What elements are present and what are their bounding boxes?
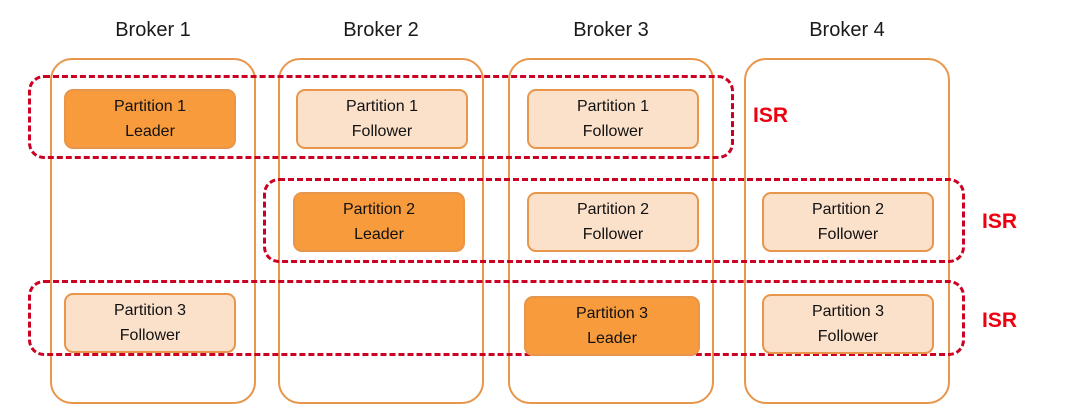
replica-partition2-broker3[interactable]: Partition 2 Follower: [527, 192, 699, 252]
replica-partition-name: Partition 2: [342, 201, 416, 218]
replica-partition-name: Partition 2: [576, 201, 650, 218]
replica-partition1-broker2[interactable]: Partition 1 Follower: [296, 89, 468, 149]
replica-partition2-broker4[interactable]: Partition 2 Follower: [762, 192, 934, 252]
replica-role: Follower: [582, 226, 644, 243]
replica-role: Follower: [817, 328, 879, 345]
replica-partition-name: Partition 3: [113, 302, 187, 319]
broker-container-2[interactable]: [278, 58, 484, 404]
replica-role: Follower: [351, 123, 413, 140]
replica-partition-name: Partition 1: [576, 98, 650, 115]
replica-role: Leader: [125, 123, 175, 140]
broker-container-1[interactable]: [50, 58, 256, 404]
replica-partition3-broker3[interactable]: Partition 3 Leader: [524, 296, 700, 356]
replica-partition3-broker1[interactable]: Partition 3 Follower: [64, 293, 236, 353]
isr-group-partition-3[interactable]: [28, 280, 965, 356]
replica-partition-name: Partition 2: [811, 201, 885, 218]
replica-partition1-broker1[interactable]: Partition 1 Leader: [64, 89, 236, 149]
broker-container-4[interactable]: [744, 58, 950, 404]
isr-label-partition-1: ISR: [753, 104, 789, 127]
replica-role: Leader: [354, 226, 404, 243]
replica-partition-name: Partition 3: [575, 305, 649, 322]
replica-partition-name: Partition 1: [113, 98, 187, 115]
replica-role: Leader: [587, 330, 637, 347]
isr-group-partition-1[interactable]: [28, 75, 734, 159]
replica-role: Follower: [119, 327, 181, 344]
replica-partition2-broker2[interactable]: Partition 2 Leader: [293, 192, 465, 252]
replica-partition-name: Partition 1: [345, 98, 419, 115]
isr-label-partition-2: ISR: [982, 210, 1018, 233]
broker-container-3[interactable]: [508, 58, 714, 404]
replica-partition-name: Partition 3: [811, 303, 885, 320]
isr-group-partition-2[interactable]: [263, 178, 965, 263]
broker-label-3: Broker 3: [573, 19, 649, 41]
broker-label-4: Broker 4: [809, 19, 885, 41]
broker-label-2: Broker 2: [343, 19, 419, 41]
replica-partition1-broker3[interactable]: Partition 1 Follower: [527, 89, 699, 149]
replica-role: Follower: [582, 123, 644, 140]
replica-role: Follower: [817, 226, 879, 243]
isr-label-partition-3: ISR: [982, 309, 1018, 332]
replica-partition3-broker4[interactable]: Partition 3 Follower: [762, 294, 934, 354]
broker-label-1: Broker 1: [115, 19, 191, 41]
